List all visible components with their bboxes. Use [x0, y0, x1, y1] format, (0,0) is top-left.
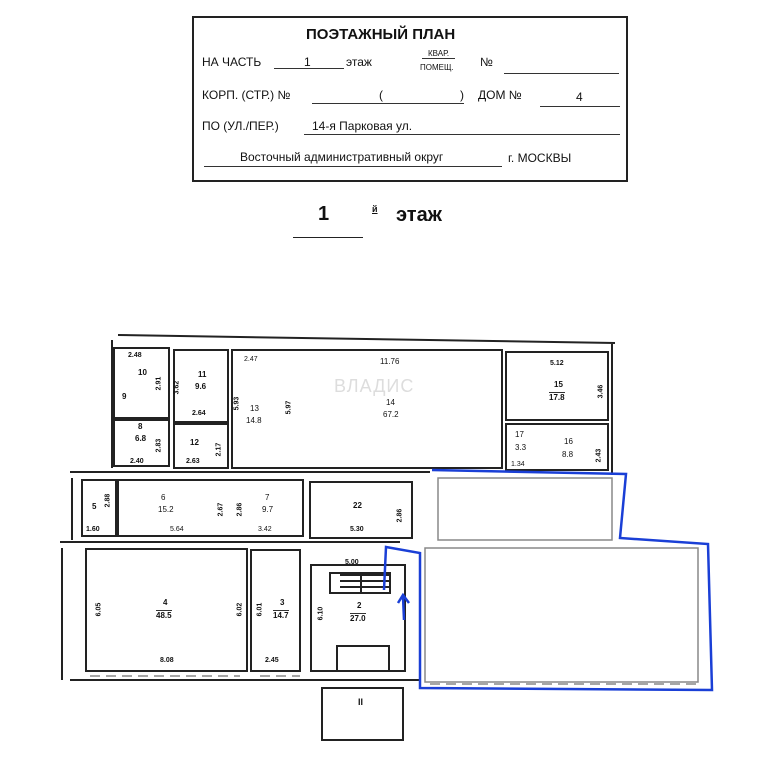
na-chast-label: НА ЧАСТЬ — [202, 55, 262, 69]
dim: 6.02 — [236, 602, 244, 617]
title-block: ПОЭТАЖНЫЙ ПЛАН НА ЧАСТЬ 1 этаж КВАР. ПОМ… — [192, 16, 628, 182]
korp-label: КОРП. (СТР.) № — [202, 88, 291, 102]
dim: 3.42 — [258, 526, 272, 533]
room-13-area: 14.8 — [246, 416, 262, 425]
room-17-number: 17 — [515, 430, 524, 439]
dim: 3.46 — [597, 384, 605, 399]
room-15-area: 17.8 — [549, 392, 565, 402]
etazh-label: этаж — [346, 55, 372, 69]
dim: 2.63 — [186, 458, 200, 465]
room-17-area: 3.3 — [515, 443, 527, 452]
city-value: г. МОСКВЫ — [508, 151, 572, 165]
number-sign: № — [480, 55, 493, 69]
dim: 2.64 — [192, 410, 206, 417]
room-15-number: 15 — [554, 380, 563, 389]
street-value: 14-я Парковая ул. — [312, 119, 413, 133]
plan-title: ПОЭТАЖНЫЙ ПЛАН — [306, 26, 456, 43]
room-8-number: 8 — [138, 422, 143, 431]
room-4-number: 4 — [163, 598, 168, 607]
kvar-label: КВАР. — [422, 49, 456, 59]
korp-close: ) — [460, 88, 464, 102]
room-2-area: 27.0 — [350, 613, 366, 623]
room-9-number: 9 — [122, 392, 127, 401]
district-value: Восточный административный округ — [240, 150, 444, 164]
highlighted-area-outline — [382, 468, 714, 692]
dim: 5.97 — [285, 400, 293, 415]
room-22-number: 22 — [353, 501, 362, 510]
street-label: ПО (УЛ./ПЕР.) — [202, 119, 279, 133]
dim: 2.88 — [104, 493, 112, 508]
dim: 1.34 — [511, 461, 525, 468]
pomesh-label: ПОМЕЩ. — [420, 63, 454, 72]
room-16-number: 16 — [564, 437, 573, 446]
dim: 5.00 — [345, 559, 359, 566]
dim: 2.86 — [236, 502, 244, 517]
dim: 3.62 — [173, 380, 181, 395]
dim: 2.48 — [128, 352, 142, 359]
dim: 5.30 — [350, 526, 364, 533]
dim: 2.17 — [215, 442, 223, 457]
korp-open: ( — [379, 88, 383, 102]
floor-word: этаж — [396, 204, 442, 226]
room-6-number: 6 — [161, 493, 166, 502]
dim: 6.10 — [317, 606, 325, 621]
dim: 5.12 — [550, 360, 564, 367]
room-7-number: 7 — [265, 493, 270, 502]
dim: 2.91 — [155, 376, 163, 391]
room-7-area: 9.7 — [262, 505, 274, 514]
floor-value: 1 — [304, 55, 311, 69]
dim: 2.43 — [595, 448, 603, 463]
room-16-area: 8.8 — [562, 450, 574, 459]
floor-suffix: й — [372, 204, 378, 214]
dim: 2.45 — [265, 657, 279, 664]
dim: 1.60 — [86, 526, 100, 533]
room-3-area: 14.7 — [273, 610, 289, 620]
room-14-area: 67.2 — [383, 410, 399, 419]
dim: 5.64 — [170, 526, 184, 533]
dim: 5.93 — [233, 396, 241, 411]
room-14-number: 14 — [386, 398, 395, 407]
room-11-area: 9.6 — [195, 382, 207, 391]
dim: 2.67 — [217, 502, 225, 517]
dim: 2.86 — [396, 508, 404, 523]
room-5-number: 5 — [92, 502, 97, 511]
dim: 6.05 — [95, 602, 103, 617]
room-13-number: 13 — [250, 404, 259, 413]
room-12-number: 12 — [190, 438, 199, 447]
dim: 8.08 — [160, 657, 174, 664]
room-8-area: 6.8 — [135, 434, 147, 443]
floor-number: 1 — [318, 203, 330, 225]
room-4-area: 48.5 — [156, 610, 172, 620]
watermark: ВЛАДИС — [334, 376, 415, 396]
dom-label: ДОМ № — [478, 88, 522, 102]
dim: 2.47 — [244, 356, 258, 363]
dom-value: 4 — [576, 90, 583, 104]
room-10-number: 10 — [138, 368, 147, 377]
room-2-number: 2 — [357, 601, 362, 610]
dim: 2.83 — [155, 438, 163, 453]
dim: 11.76 — [380, 357, 400, 366]
dim: 2.40 — [130, 458, 144, 465]
room-3-number: 3 — [280, 598, 285, 607]
dim: 6.01 — [256, 602, 264, 617]
room-11-number: 11 — [198, 370, 207, 379]
porch-number: II — [358, 697, 364, 707]
room-6-area: 15.2 — [158, 505, 174, 514]
